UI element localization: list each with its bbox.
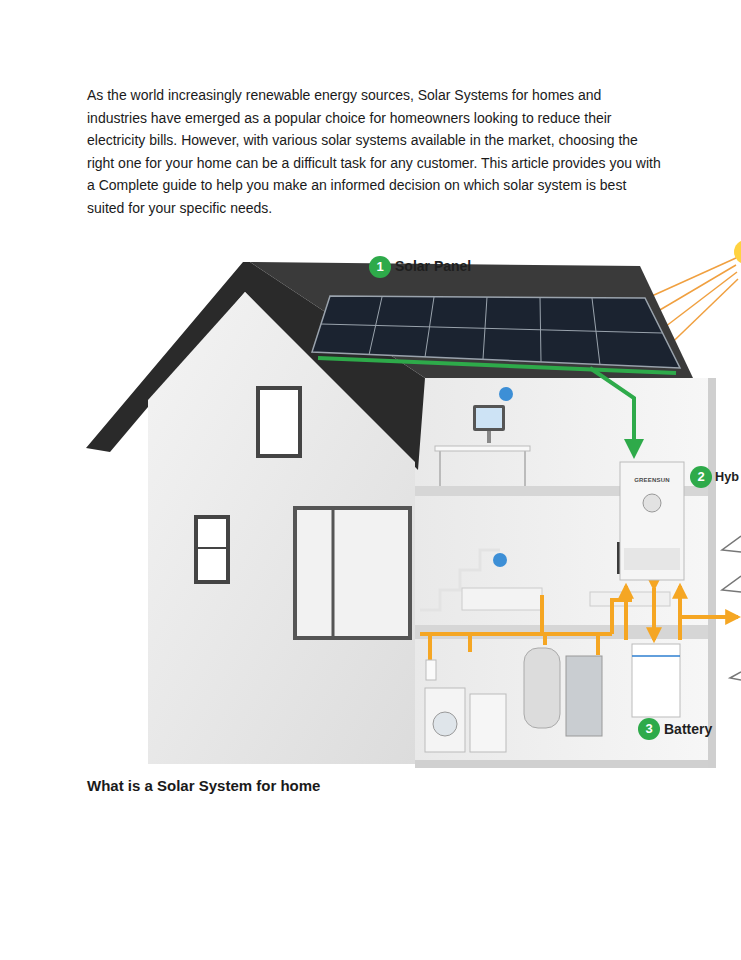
callout-circle: [638, 718, 660, 740]
section-heading: What is a Solar System for home: [87, 776, 687, 796]
body-paragraph: As the world increasingly renewable ener…: [87, 84, 662, 219]
floor-slab: [415, 760, 715, 768]
window-bar: [196, 547, 228, 549]
panel-grid: [592, 298, 600, 365]
monitor-stand: [487, 431, 491, 443]
panel-grid: [483, 297, 487, 359]
interior: [415, 378, 716, 768]
battery-arrow: [652, 588, 656, 640]
panel-grid: [369, 297, 382, 355]
ac-arrow: [678, 586, 682, 640]
wifi-icon: [499, 387, 513, 401]
inverter-box: [620, 462, 684, 580]
interior-back: [415, 378, 715, 766]
desk-leg: [439, 451, 441, 486]
ac-wire: [543, 634, 547, 645]
appliances: [425, 644, 680, 752]
panel-cable: [318, 358, 676, 373]
water-heater: [524, 648, 560, 728]
edge-icons: [722, 536, 741, 680]
window-bar: [332, 508, 335, 638]
callout-label: Solar Panel: [395, 257, 471, 275]
callout-label: Battery: [664, 720, 712, 738]
boiler: [566, 656, 602, 736]
hybrid-inverter: [620, 462, 684, 580]
ac-arrow: [624, 586, 628, 640]
edge-icon: [722, 576, 741, 592]
ac-wire: [596, 634, 600, 655]
floor-slab: [415, 625, 715, 639]
callout-circle: [690, 466, 712, 488]
edge-icon: [722, 536, 741, 552]
callout-circle: [369, 256, 391, 278]
window: [258, 388, 300, 456]
side-wall: [708, 378, 716, 768]
grid-arrow: [680, 615, 738, 619]
washer: [425, 688, 465, 752]
callout-label: Hyb: [715, 468, 739, 486]
washer-door: [433, 712, 457, 736]
callout-number: 2: [690, 466, 712, 488]
ac-wire: [612, 600, 632, 634]
monitor-screen: [476, 408, 502, 428]
gable-wall: [148, 292, 415, 764]
battery-box: [632, 644, 680, 717]
inverter-display: [643, 494, 661, 512]
sofa: [462, 588, 542, 610]
desk-leg: [524, 451, 526, 486]
monitor: [473, 405, 505, 431]
sun-disc: [734, 240, 741, 264]
panel-grid: [425, 297, 434, 357]
ac-wire: [540, 595, 544, 634]
wifi-icon: [493, 553, 507, 567]
battery-stripe: [632, 655, 680, 657]
window: [295, 508, 410, 638]
panel-grid: [540, 297, 541, 362]
panel-array: [312, 296, 680, 368]
callout-number: 3: [638, 718, 660, 740]
edge-icon: [730, 672, 741, 680]
socket: [426, 660, 436, 680]
dc-arrow: [590, 368, 634, 455]
ac-wire: [468, 634, 472, 652]
panel-grid: [321, 324, 662, 333]
ac-bus: [420, 632, 612, 636]
inverter-ports: [624, 548, 680, 570]
callout-number: 1: [369, 256, 391, 278]
dryer: [470, 694, 506, 752]
wall: [148, 292, 415, 764]
desk-top: [435, 446, 530, 451]
brand-text: GREENSUN: [620, 476, 684, 484]
desk: [435, 387, 530, 486]
window: [196, 517, 228, 582]
